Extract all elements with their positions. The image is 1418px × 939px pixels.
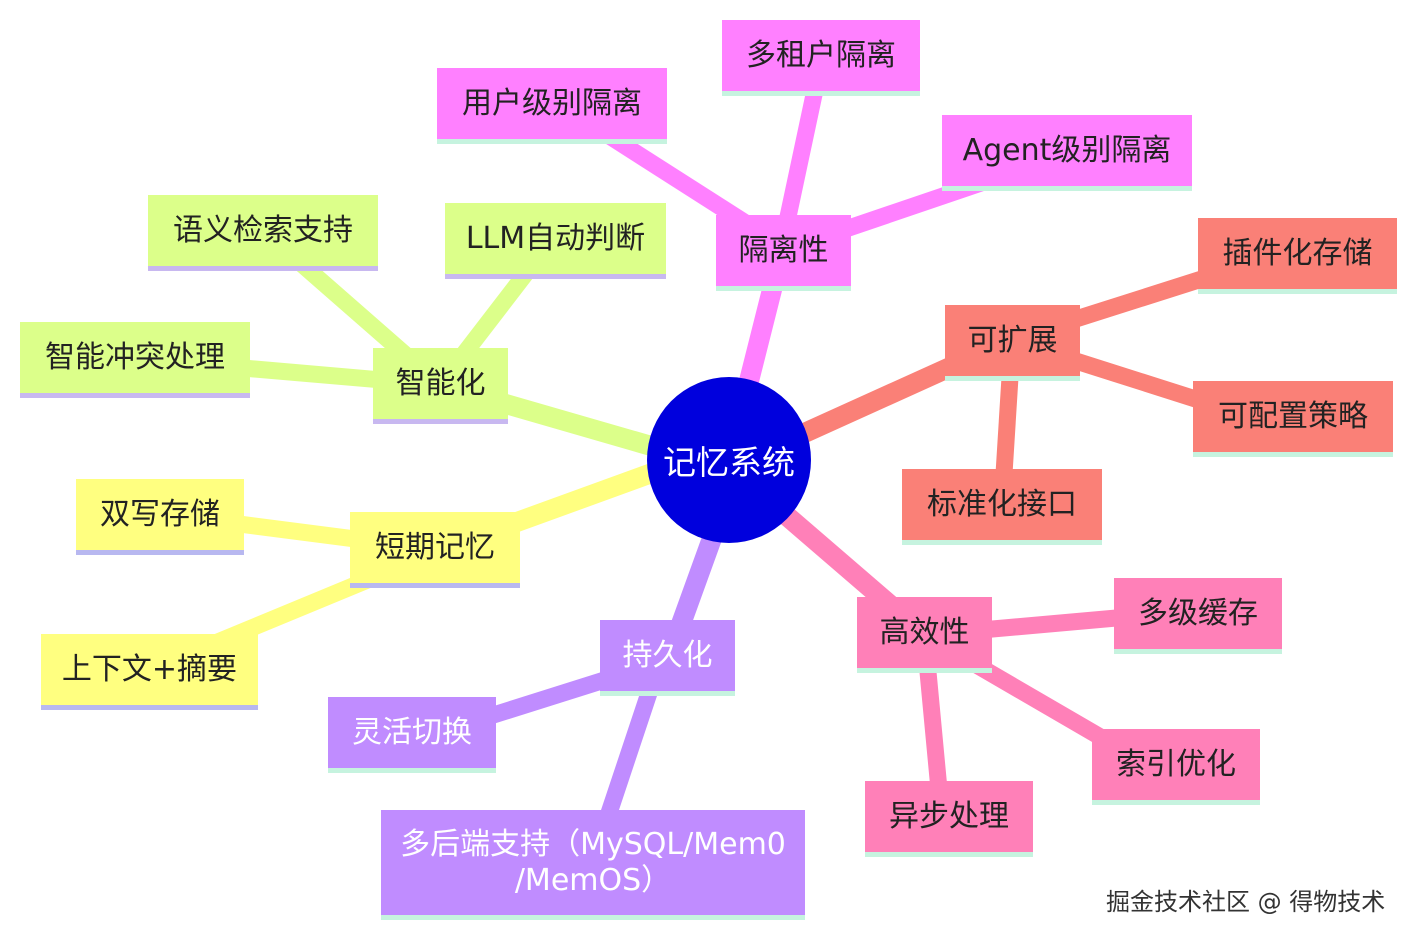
node-llm-judgement-label: LLM自动判断 — [465, 220, 646, 256]
node-agent-isolation[interactable]: Agent级别隔离 — [942, 115, 1192, 191]
node-multilevel-cache[interactable]: 多级缓存 — [1114, 578, 1282, 654]
node-tenant-isolation-label: 多租户隔离 — [746, 37, 896, 73]
node-context-summary-label: 上下文+摘要 — [61, 651, 238, 687]
node-short-memory-label: 短期记忆 — [375, 529, 495, 565]
node-extensible-label: 可扩展 — [967, 322, 1058, 358]
node-multi-backend-label: 多后端支持（MySQL/Mem0 /MemOS） — [400, 826, 786, 898]
node-index-optimization[interactable]: 索引优化 — [1092, 729, 1260, 805]
node-tenant-isolation[interactable]: 多租户隔离 — [722, 20, 920, 96]
node-standard-interface-label: 标准化接口 — [927, 486, 1077, 522]
node-conflict-handling[interactable]: 智能冲突处理 — [20, 322, 250, 398]
root-node[interactable]: 记忆系统 — [647, 377, 811, 543]
node-multi-backend[interactable]: 多后端支持（MySQL/Mem0 /MemOS） — [381, 810, 805, 920]
node-efficiency-label: 高效性 — [879, 614, 970, 650]
node-dual-write[interactable]: 双写存储 — [76, 479, 244, 555]
node-index-optimization-label: 索引优化 — [1116, 746, 1236, 782]
watermark-text: 掘金技术社区 @ 得物技术 — [1106, 888, 1386, 916]
node-plugin-storage-label: 插件化存储 — [1222, 235, 1373, 271]
node-extensible[interactable]: 可扩展 — [945, 305, 1080, 381]
root-node-label: 记忆系统 — [663, 443, 795, 482]
node-isolation[interactable]: 隔离性 — [716, 215, 851, 291]
node-configurable-policy-label: 可配置策略 — [1218, 398, 1368, 434]
node-short-memory[interactable]: 短期记忆 — [350, 512, 520, 588]
node-conflict-handling-label: 智能冲突处理 — [45, 339, 225, 375]
node-flexible-switch-label: 灵活切换 — [352, 714, 472, 750]
node-efficiency[interactable]: 高效性 — [857, 597, 992, 673]
node-isolation-label: 隔离性 — [738, 232, 829, 268]
node-persistence-label: 持久化 — [622, 637, 713, 673]
node-semantic-retrieval[interactable]: 语义检索支持 — [148, 195, 378, 271]
node-plugin-storage[interactable]: 插件化存储 — [1198, 218, 1397, 294]
node-user-isolation[interactable]: 用户级别隔离 — [437, 68, 667, 144]
node-intelligence-label: 智能化 — [395, 365, 486, 401]
node-user-isolation-label: 用户级别隔离 — [462, 85, 642, 121]
node-async-processing[interactable]: 异步处理 — [865, 781, 1033, 857]
node-llm-judgement[interactable]: LLM自动判断 — [445, 203, 666, 279]
node-multilevel-cache-label: 多级缓存 — [1138, 595, 1258, 631]
node-persistence[interactable]: 持久化 — [600, 620, 735, 696]
node-semantic-retrieval-label: 语义检索支持 — [173, 212, 353, 248]
node-standard-interface[interactable]: 标准化接口 — [902, 469, 1102, 545]
node-async-processing-label: 异步处理 — [889, 798, 1009, 834]
node-intelligence[interactable]: 智能化 — [373, 348, 508, 424]
node-agent-isolation-label: Agent级别隔离 — [962, 132, 1172, 168]
node-context-summary[interactable]: 上下文+摘要 — [41, 634, 258, 710]
node-flexible-switch[interactable]: 灵活切换 — [328, 697, 496, 773]
node-dual-write-label: 双写存储 — [100, 496, 220, 532]
node-configurable-policy[interactable]: 可配置策略 — [1193, 381, 1393, 457]
